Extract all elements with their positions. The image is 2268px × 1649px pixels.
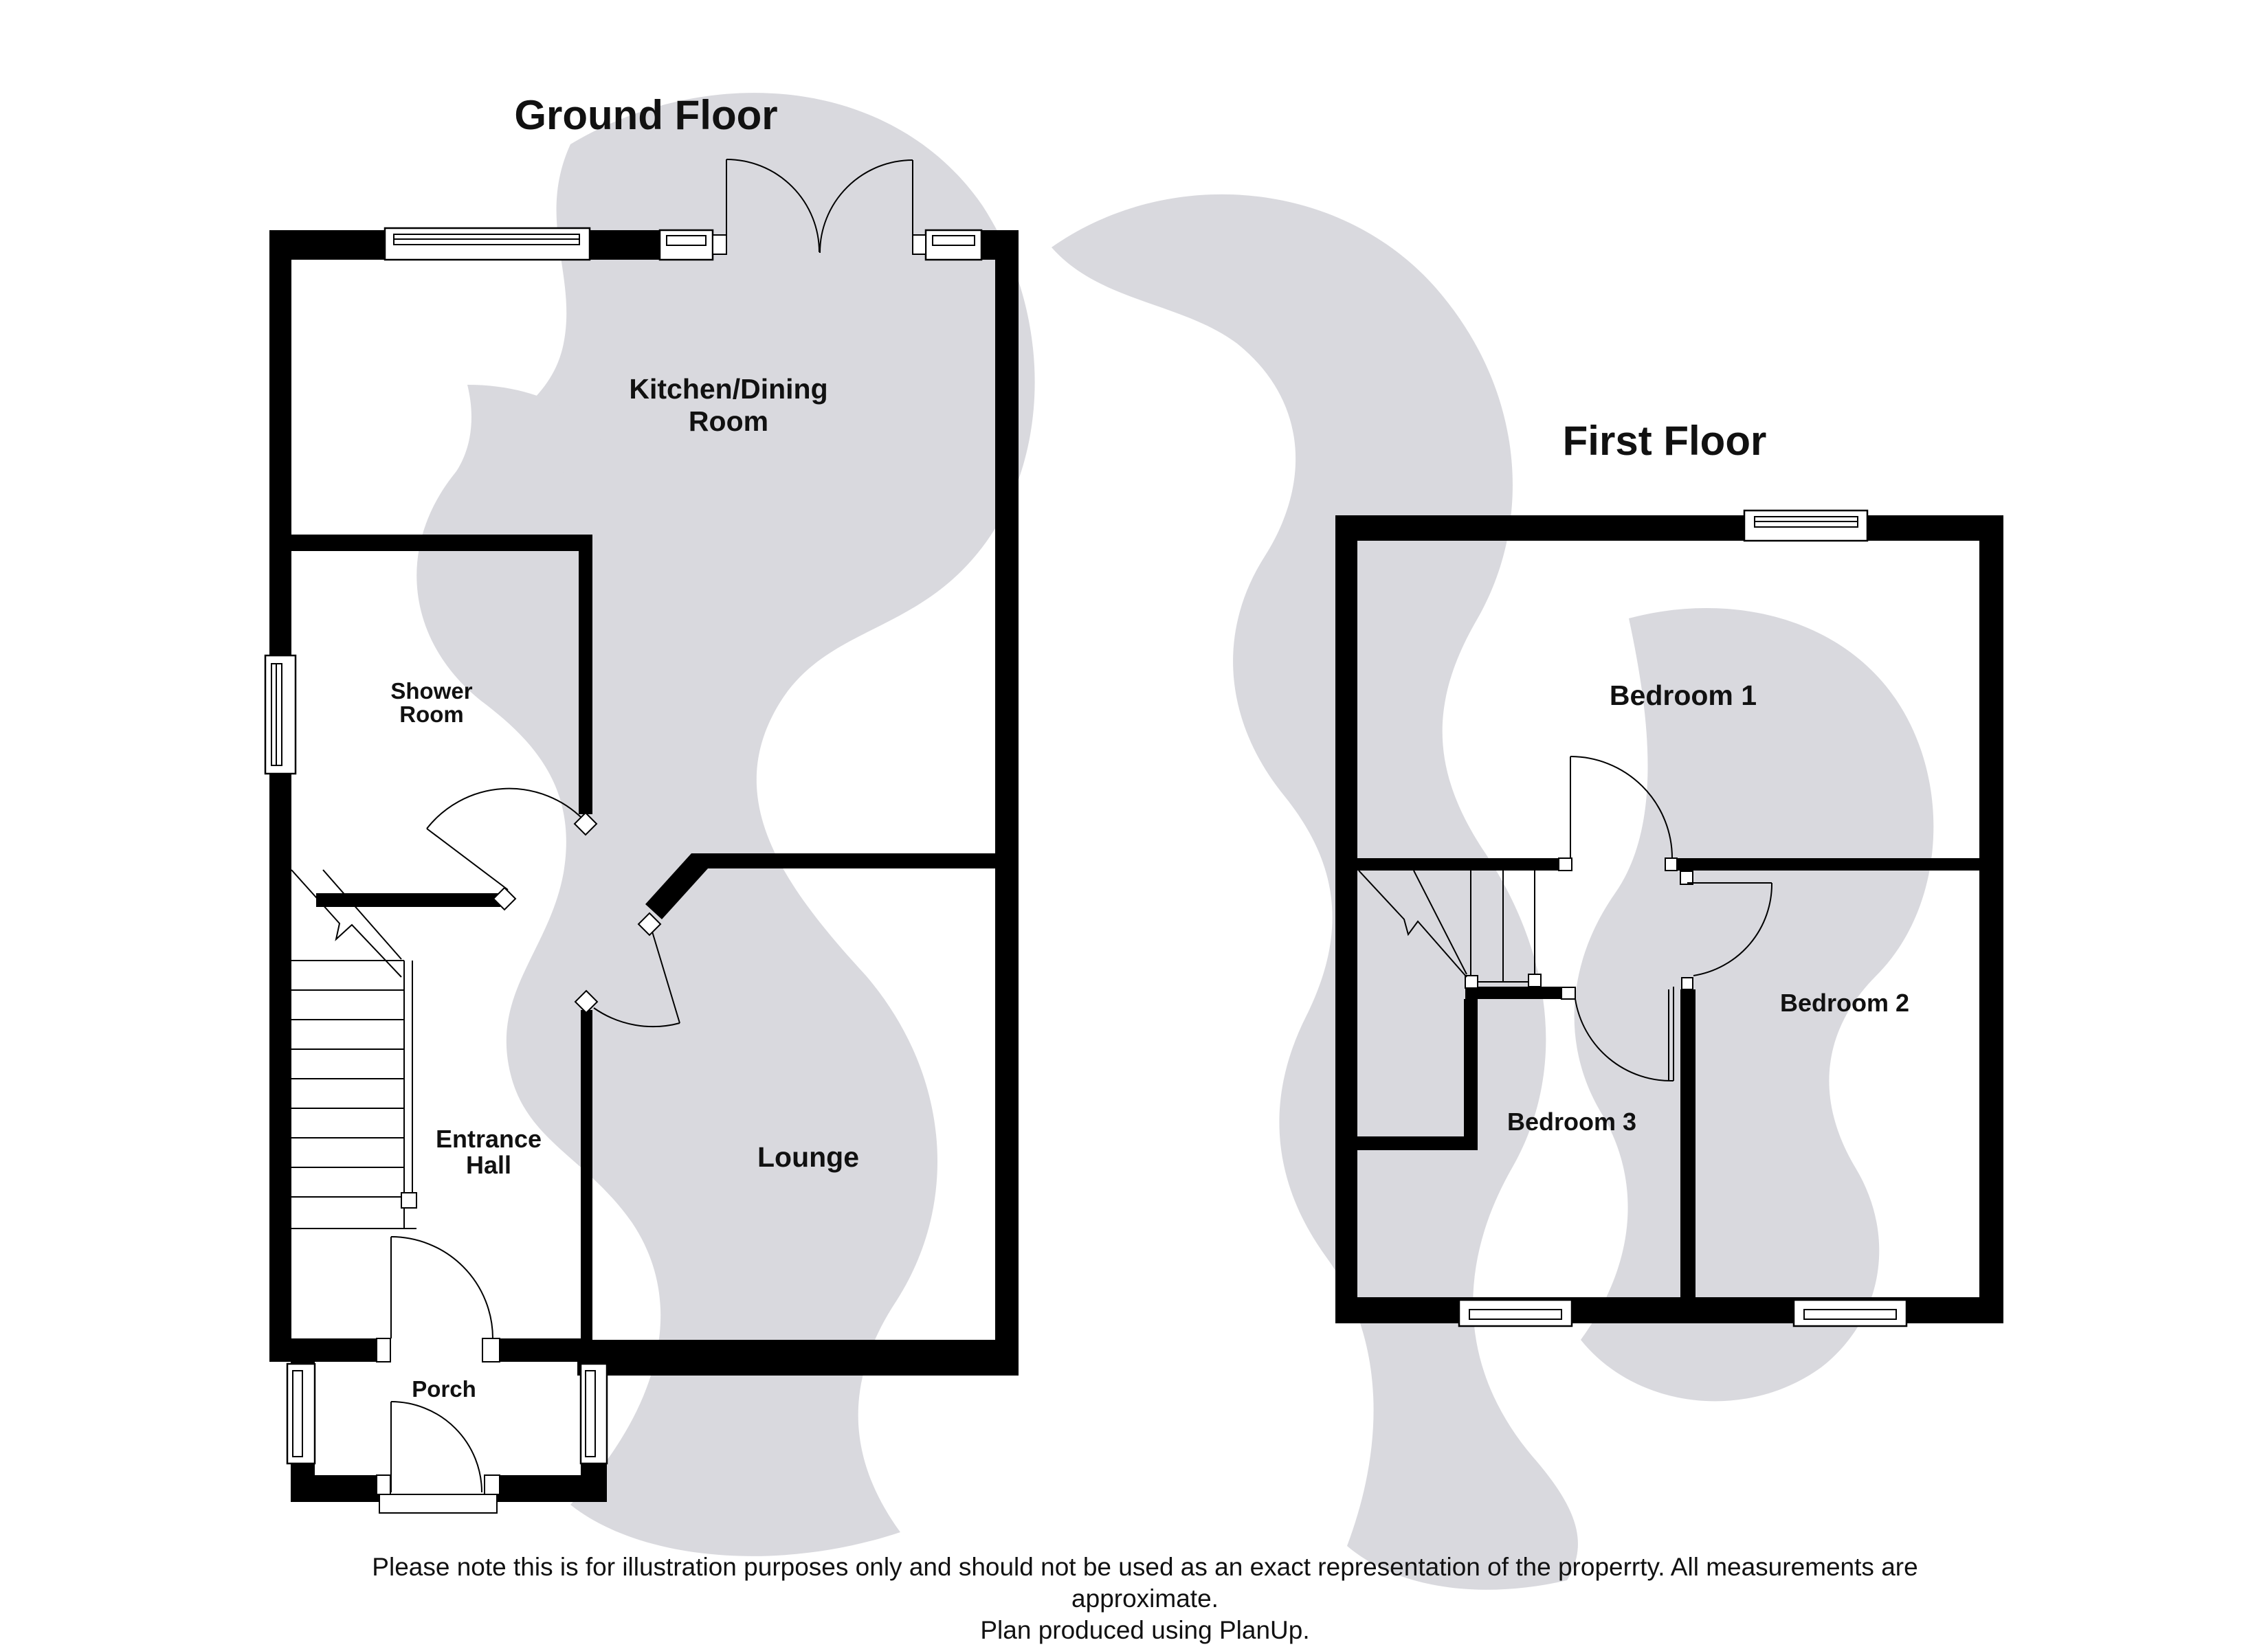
door-hinge-diamond (573, 811, 598, 836)
watermark-swoosh-left (416, 93, 1035, 1556)
door-bedroom3 (1575, 987, 1674, 1082)
hall-lounge-divider-wall (581, 1010, 592, 1340)
gf-wall-right (995, 230, 1019, 1376)
door-porch (390, 1401, 482, 1493)
room-label-bedroom2: Bedroom 2 (1780, 989, 1909, 1017)
stair-break-line-2 (322, 869, 402, 960)
bedroom3-wall-left (1464, 999, 1478, 1150)
room-label-kitchen-line1: Kitchen/Dining (629, 373, 827, 405)
door-lounge (574, 912, 680, 1028)
window-kitchen-small (658, 229, 714, 261)
window-shower-room (264, 654, 297, 775)
bedroom1-wall-bottom-right (1677, 858, 1979, 871)
gf-wall-lounge-bottom (577, 1340, 1019, 1376)
room-label-shower-line1: Shower (390, 678, 472, 704)
footer-disclaimer: Please note this is for illustration pur… (372, 1553, 1917, 1644)
porch-door-threshold (379, 1494, 498, 1514)
room-label-bedroom3: Bedroom 3 (1507, 1108, 1636, 1136)
gf-wall-left-upper (269, 230, 291, 655)
door-hinge-diamond (492, 886, 517, 911)
room-label-lounge: Lounge (757, 1141, 859, 1173)
porch-wall-bottom-left (291, 1475, 379, 1502)
window-porch-right (579, 1362, 608, 1465)
staircase-ground-floor (291, 869, 417, 1229)
watermark-swoosh-right (1052, 194, 1578, 1590)
jamb-bedroom2-bottom (1681, 977, 1693, 990)
shower-wall-right (579, 550, 592, 814)
door-shower-room (426, 787, 598, 911)
room-label-kitchen-line2: Room (689, 405, 768, 437)
ff-wall-left (1335, 515, 1357, 1323)
window-porch-left (286, 1362, 316, 1465)
gf-wall-hall-bottom-left (269, 1338, 377, 1362)
window-bedroom3-bottom (1458, 1299, 1573, 1327)
jamb-porch-door-right (484, 1474, 500, 1495)
jamb-porch-door-left (376, 1474, 391, 1495)
watermark-logo (416, 93, 1934, 1590)
stair-break-line (1358, 870, 1467, 978)
bedroom2-divider-wall (1680, 989, 1696, 1297)
jamb-bedroom2-top (1680, 871, 1693, 885)
ground-floor-title: Ground Floor (514, 92, 777, 138)
window-kitchen-large (383, 227, 591, 261)
ff-wall-right (1979, 515, 2003, 1323)
door-bedroom1 (1570, 756, 1673, 859)
window-bedroom1-top (1743, 509, 1869, 542)
door-hinge-diamond (637, 912, 662, 936)
bedroom1-wall-bottom-left (1357, 858, 1559, 871)
door-hinge-diamond (574, 989, 599, 1014)
bedroom3-wall-top (1465, 987, 1561, 999)
room-label-bedroom1: Bedroom 1 (1610, 680, 1757, 711)
ff-wall-top (1335, 515, 2003, 541)
first-floor-plan: Bedroom 1 Bedroom 2 Bedroom 3 First Floo… (1335, 418, 2003, 1327)
shower-wall-top (291, 535, 592, 551)
lounge-wall-diagonal (645, 853, 708, 919)
jamb-bedroom3 (1561, 987, 1576, 1000)
shower-wall-bottom (316, 893, 500, 907)
jamb-french-door-right (912, 234, 926, 255)
room-label-entrance-line2: Hall (466, 1151, 511, 1179)
bedroom3-wall-horizontal (1357, 1136, 1478, 1150)
jamb-bedroom1-right (1665, 857, 1678, 871)
door-front-entrance-hall (390, 1236, 493, 1339)
stair-newel-post (1465, 975, 1478, 989)
window-kitchen-right (924, 229, 983, 261)
stair-newel-post (1528, 974, 1542, 987)
stair-newel-post (401, 1192, 417, 1209)
french-doors-kitchen (726, 159, 913, 254)
gf-wall-top-mid-segment (590, 230, 660, 260)
gf-wall-left-lower (269, 774, 291, 1362)
jamb-front-door-left (376, 1338, 391, 1362)
lounge-wall-top (691, 853, 995, 868)
footer-line-2: approximate. (1071, 1584, 1219, 1613)
room-label-shower-line2: Room (399, 702, 464, 727)
room-label-entrance-line1: Entrance (436, 1125, 542, 1153)
watermark-blob-firstfloor (1574, 608, 1934, 1402)
footer-line-1: Please note this is for illustration pur… (372, 1553, 1917, 1581)
window-bedroom2-bottom (1792, 1299, 1908, 1327)
watermark-beak (454, 385, 606, 482)
ground-floor-plan: Kitchen/Dining Room Shower Room Entrance… (264, 92, 1019, 1514)
porch-wall-bottom-right (497, 1475, 607, 1502)
staircase-first-floor (1358, 870, 1542, 989)
footer-line-3: Plan produced using PlanUp. (980, 1616, 1309, 1644)
door-bedroom2 (1687, 882, 1773, 976)
first-floor-title: First Floor (1563, 418, 1767, 464)
jamb-bedroom1-left (1558, 857, 1572, 871)
jamb-front-door-right (482, 1338, 500, 1362)
room-label-porch: Porch (412, 1376, 476, 1402)
stair-break-line (291, 869, 402, 978)
jamb-french-door-left (712, 234, 727, 255)
stair-break-line-2 (1413, 870, 1467, 975)
gf-wall-hall-bottom-right (500, 1338, 583, 1362)
